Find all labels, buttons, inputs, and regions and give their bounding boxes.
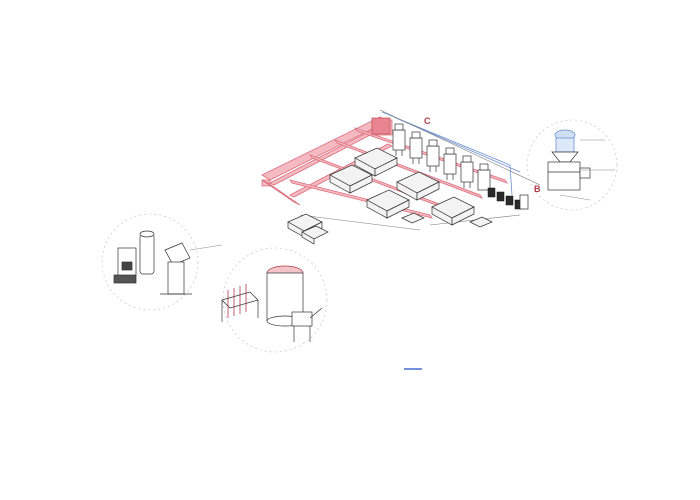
loader-unit-icon [487,187,496,198]
loader-unit-icon [505,195,514,206]
plant-floor-area: C B [100,95,625,380]
control-box-icon [519,194,529,210]
injection-molder-icon [431,196,475,226]
hopper-loader-icon [547,129,591,191]
dryer-icon [460,155,474,188]
dryer-icon [443,147,457,180]
hopper-leader-lines [559,139,615,201]
injection-molder-icon [301,225,329,245]
label-b: B [534,184,541,194]
dryer-row [392,123,491,191]
dryer-icon [426,139,440,172]
injection-molder-icon [354,147,398,177]
injection-molder-icon [366,189,410,219]
dryer-icon [392,123,406,156]
dryer-icon [477,163,491,191]
molding-machines [287,147,493,245]
dryer-icon [409,131,423,164]
injection-molder-icon [469,216,493,228]
mixing-tank-icon [113,230,155,284]
injection-molder-icon [329,164,373,194]
console-leader-line [189,244,223,251]
detail-silo-station [221,247,328,353]
rack-frame-icon [221,291,259,322]
injection-molder-icon [396,171,440,201]
pipe-rack-icon [227,284,247,318]
stand-unit-icon [291,307,323,342]
injection-molder-icon [401,212,425,224]
detail-mixing-station [101,213,223,311]
feed-hopper-housing [371,117,391,135]
loader-unit-icon [496,191,505,202]
label-c: C [424,116,431,126]
detail-hopper-loader [526,119,618,211]
control-console-icon [160,242,192,295]
